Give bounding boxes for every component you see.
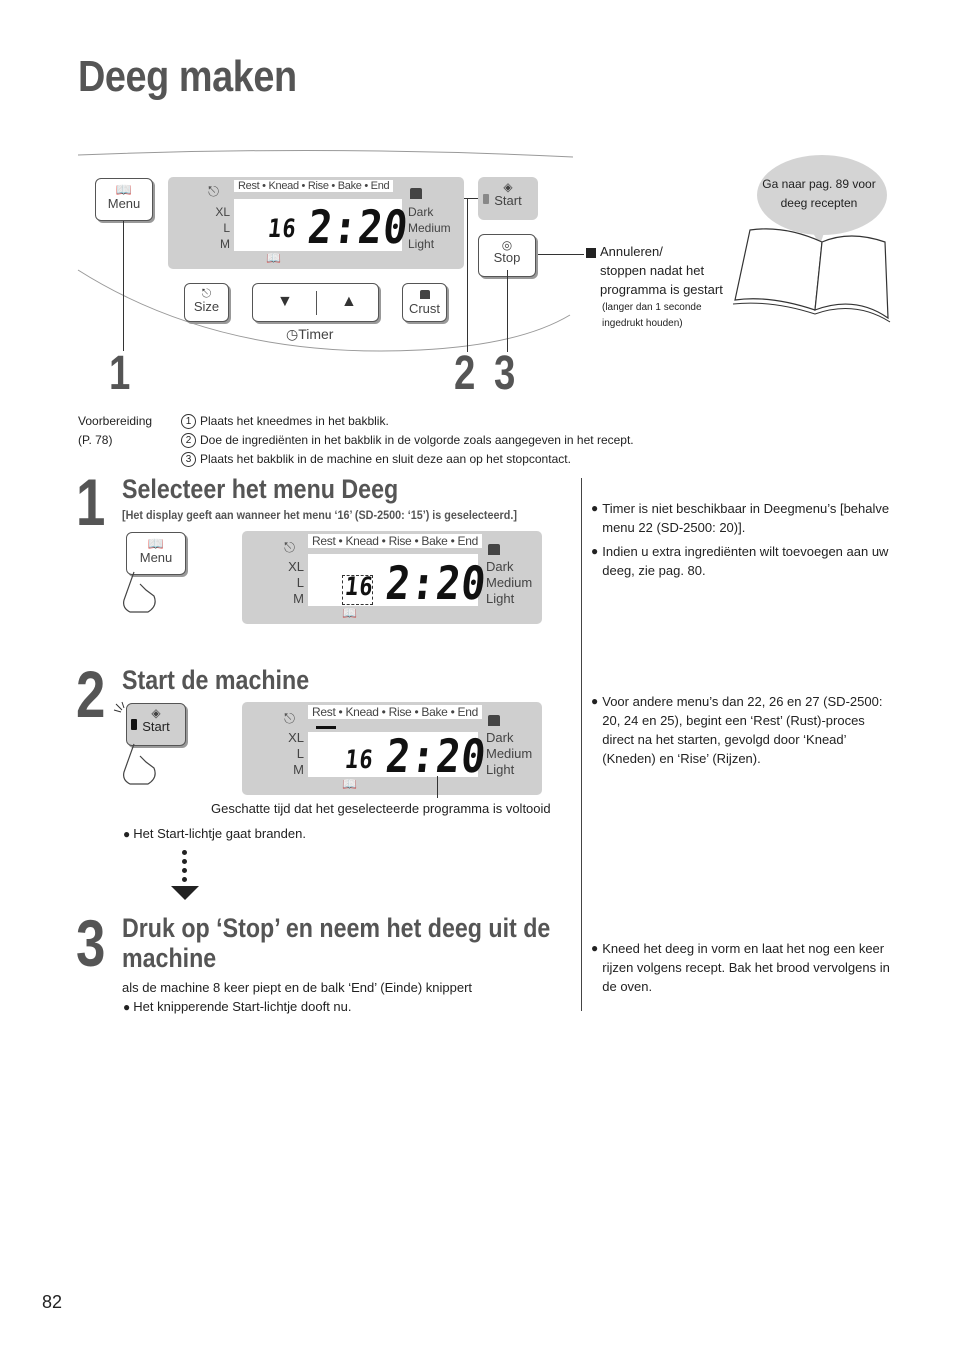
menu-number: 16 [266,215,299,244]
loaf-size-icon: ⎋ [208,183,220,199]
size-button[interactable]: ⎋ Size [184,283,229,322]
menu-number-highlight [342,575,373,605]
loaf-size-icon: ⎋ [284,539,296,555]
light-rays-icon [113,701,125,713]
time-readout: 2:20 [305,201,412,255]
book-icon: 📖 [115,182,133,197]
loaf-size-icon: ⎋ [284,710,296,726]
callout-line-1 [123,221,124,351]
book-icon: 📖 [342,777,357,791]
callout-line-3 [507,270,508,352]
menu-button[interactable]: 📖 Menu [126,532,186,575]
timer-buttons[interactable]: ▼ ▲ [252,283,379,322]
callout-2: 2 [454,347,476,400]
crust-icon [419,290,430,299]
book-icon: 📖 [342,606,357,620]
stop-note: Annuleren/ stoppen nadat het programma i… [600,244,723,297]
timer-down-button[interactable]: ▼ [277,293,293,310]
column-divider [581,478,582,1011]
callout-line-2 [467,198,468,352]
stop-icon: ◎ [501,238,513,252]
square-bullet [586,248,596,258]
timer-label: ◷Timer [286,326,334,342]
start-button[interactable]: ◈ Start [478,177,538,220]
step-2-number: 2 [76,657,106,731]
crust-icon [410,188,422,199]
program-bar: Rest • Knead • Rise • Bake • End [234,180,394,192]
step-1-subtitle: [Het display geeft aan wanneer het menu … [122,508,517,522]
step-1-notes: ●Timer is niet beschikbaar in Deegmenu’s… [591,501,890,578]
preparation-label: Voorbereiding (P. 78) [78,414,153,447]
book-icon: 📖 [266,251,281,265]
hand-pointer-icon [123,571,156,613]
page-number: 82 [42,1292,63,1312]
progress-indicator [316,726,336,729]
step-3-number: 3 [76,906,106,980]
start-icon: ◈ [503,180,513,194]
panel-outline [77,149,574,352]
step-2-caption: Geschatte tijd dat het geselecteerde pro… [211,801,551,816]
book-note: Ga naar pag. 89 voor deeg recepten [762,177,876,210]
step-2-notes: ●Voor andere menu’s dan 22, 26 en 27 (SD… [591,694,883,766]
callout-1: 1 [109,347,131,400]
down-arrow-icon [171,850,199,900]
book-icon: 📖 [147,536,165,551]
stop-button[interactable]: ◎ Stop [478,234,536,277]
step-2-title: Start de machine [122,665,310,695]
start-button[interactable]: ◈ Start [126,703,186,746]
step-3-title: Druk op ‘Stop’ en neem het deeg uit de m… [122,913,551,973]
crust-icon [488,544,500,555]
hand-pointer-icon [123,743,156,785]
start-light-icon [483,194,489,204]
loaf-size-icon: ⎋ [201,286,212,300]
timer-up-button[interactable]: ▲ [341,293,357,310]
step-1-number: 1 [76,465,106,539]
step-3-notes: ●Kneed het deeg in vorm en laat het nog … [591,941,890,994]
crust-button[interactable]: Crust [402,283,447,322]
step-3-bullet: ●Het knipperende Start-lichtje dooft nu. [123,999,352,1014]
step-1-title: Selecteer het menu Deeg [122,474,399,504]
book-illustration [732,155,891,323]
menu-button[interactable]: 📖 Menu [95,178,153,221]
start-icon: ◈ [151,706,161,720]
start-light-icon [131,719,137,730]
step-2-bullet: ●Het Start-lichtje gaat branden. [123,826,306,841]
callout-3: 3 [494,347,516,400]
crust-icon [488,715,500,726]
clock-icon: ◷ [286,326,299,342]
step-3-text: als de machine 8 keer piept en de balk ‘… [122,980,473,995]
stop-note-small: (langer dan 1 seconde ingedrukt houden) [602,302,702,329]
page-title: Deeg maken [78,52,297,101]
